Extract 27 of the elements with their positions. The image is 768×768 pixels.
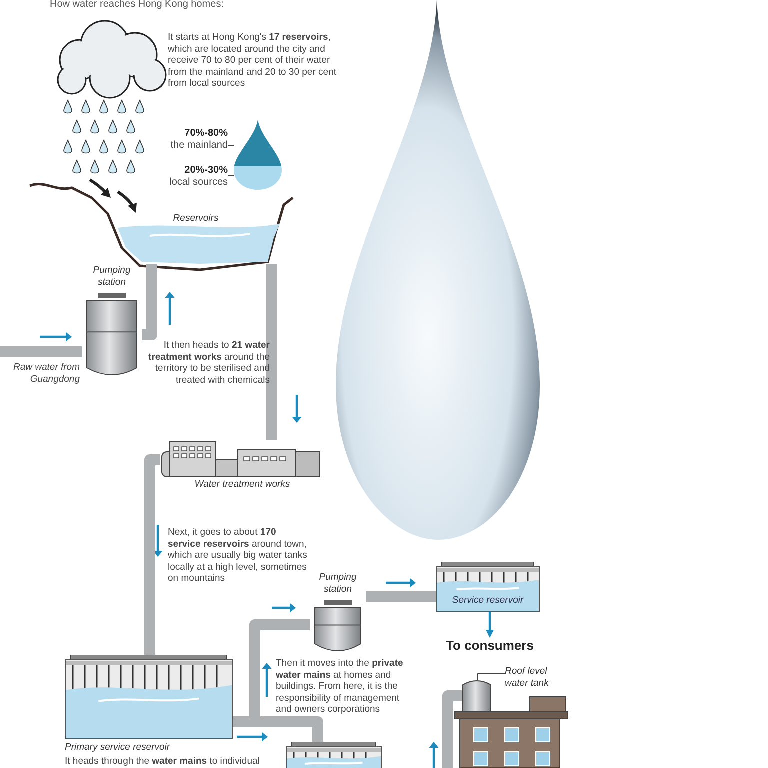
component-caption: Service reservoir [452, 594, 524, 608]
flow-arrow [486, 612, 494, 638]
info-paragraph: Raw water from Guangdong [12, 362, 80, 385]
component-caption: Reservoirs [173, 212, 219, 226]
component-caption: Water treatment works [194, 478, 290, 492]
info-paragraph: It starts at Hong Kong's 17 reservoirs, which are located around the city and receive 70 to 80 per cent of their water from the mainland and 20 to 30 per cent from local sources [168, 32, 338, 90]
source-label: the mainland [170, 140, 228, 152]
info-paragraph: Then it moves into the private water mains at homes and buildings. From here, it is the responsibility of management and owners corporations [276, 658, 404, 716]
title: How water reaches Hong Kong homes: [50, 0, 224, 12]
water-pipe [142, 264, 158, 340]
component-caption: Pumping station [318, 572, 358, 596]
info-paragraph: It heads through the water mains to individual [65, 756, 261, 768]
water-pipe [442, 690, 462, 768]
percentage-label: 20%-30% [184, 165, 228, 177]
percentage-label: 70%-80% [184, 128, 228, 140]
water-pipe [0, 346, 82, 358]
water-pipe [144, 454, 160, 655]
info-paragraph: Next, it goes to about 170 service reservoirs around town, which are usually big water tanks locally at a high level, sometimes on mountains [168, 527, 308, 584]
destination-label: To consumers [446, 637, 534, 654]
component-caption: Primary service reservoir [65, 740, 170, 755]
water-pipe [366, 592, 436, 602]
component-caption: Pumping station [92, 265, 132, 289]
leader-line [478, 674, 506, 680]
source-label: local sources [170, 177, 228, 189]
callout-label: Roof level water tank [505, 666, 550, 691]
info-paragraph: It then heads to 21 water treatment works around the territory to be sterilised and treated with chemicals [148, 340, 270, 386]
water-pipe [266, 264, 278, 440]
